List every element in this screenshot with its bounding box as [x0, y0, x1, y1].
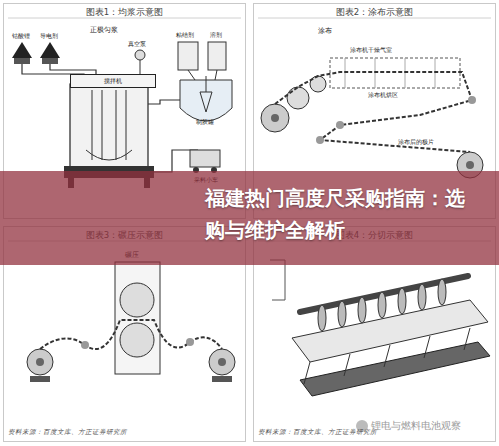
slitting-blade: [418, 284, 426, 310]
slit-strip: [424, 336, 430, 358]
part-label: 溶剂: [210, 31, 222, 40]
part-label: 粘结剂: [176, 31, 194, 40]
slitting-blade: [378, 292, 386, 318]
slitting-blade: [338, 301, 346, 327]
unwind-bracket: [270, 260, 285, 300]
page-title: 福建热门高度尺采购指南：选购与维护全解析: [205, 183, 467, 247]
machine-label: 搅拌机: [104, 77, 122, 86]
part-label: 涂布机干燥气室: [350, 46, 392, 55]
powder-pile: [40, 42, 60, 58]
unwind-coil: [261, 104, 289, 132]
slitting-blade: [398, 288, 406, 314]
coil-core: [466, 161, 474, 169]
output-roller: [300, 342, 490, 396]
guide-roller: [336, 121, 344, 129]
title-band: 福建热门高度尺采购指南：选购与维护全解析: [0, 171, 499, 265]
slitting-blade: [358, 297, 366, 323]
storage-tank: [178, 42, 198, 70]
vacuum-pump: [135, 50, 145, 60]
slit-strip: [344, 354, 350, 376]
slitting-blade: [318, 305, 326, 331]
feed-pipe: [188, 70, 195, 80]
coil-core: [36, 358, 44, 366]
agitator-shaft: [206, 76, 207, 92]
press-frame: [115, 262, 160, 374]
glue-pipe: [148, 100, 180, 104]
header-rule: [8, 18, 241, 19]
coating-roller: [287, 87, 309, 109]
coil-stand: [30, 376, 50, 382]
panel-title: 图表2：涂布示意图: [254, 7, 495, 19]
material-cart: [190, 150, 220, 167]
coil-core: [218, 358, 226, 366]
machine-box: 搅拌机: [70, 74, 156, 88]
slit-strip: [304, 362, 310, 384]
feed-pipe: [215, 70, 217, 80]
guide-roller: [468, 96, 476, 104]
slit-strip: [384, 345, 390, 367]
press-roll: [120, 323, 154, 357]
guide-roller: [316, 136, 324, 144]
hopper: [14, 58, 30, 64]
rewind-coil: [209, 349, 235, 375]
hopper: [42, 58, 58, 64]
watermark: 锂电与燃料电池观察: [371, 420, 461, 433]
slitting-blade: [438, 279, 446, 305]
storage-tank: [208, 42, 226, 70]
source-note: 资料来源：百度文库、方正证券研究所: [258, 428, 377, 437]
stirrer-shaft: [92, 90, 93, 160]
header-rule: [258, 18, 491, 19]
guide-roller: [186, 338, 194, 346]
part-label: 钴酸锂: [12, 32, 30, 41]
part-label: 正极匀浆: [90, 26, 118, 35]
coil-stand: [212, 376, 232, 382]
slit-strip: [464, 328, 470, 350]
part-label: 制胶罐: [196, 118, 214, 127]
stirrer-shaft: [116, 90, 117, 160]
stirrer-shaft: [102, 90, 103, 160]
part-label: 涂布: [318, 26, 332, 36]
powder-pile: [12, 42, 32, 58]
part-label: 涂布机烘区: [368, 91, 398, 100]
guide-roller: [81, 341, 89, 349]
electrode-web: [275, 72, 472, 152]
panel-title: 图表1：均浆示意图: [4, 7, 245, 19]
part-label: 涂布后的极片: [398, 138, 434, 147]
tank-agitator: [200, 92, 212, 112]
electrode-web: [40, 320, 222, 349]
mixer-body: [70, 84, 148, 168]
source-note: 资料来源：百度文库、方正证券研究所: [8, 428, 127, 437]
press-roll: [120, 283, 154, 317]
part-label: 导电剂: [40, 32, 58, 41]
unwind-coil: [27, 349, 53, 375]
coil-core: [271, 114, 279, 122]
mixing-bowl: [86, 150, 132, 160]
stirrer-shaft: [126, 90, 127, 160]
part-label: 真空泵: [128, 40, 146, 49]
